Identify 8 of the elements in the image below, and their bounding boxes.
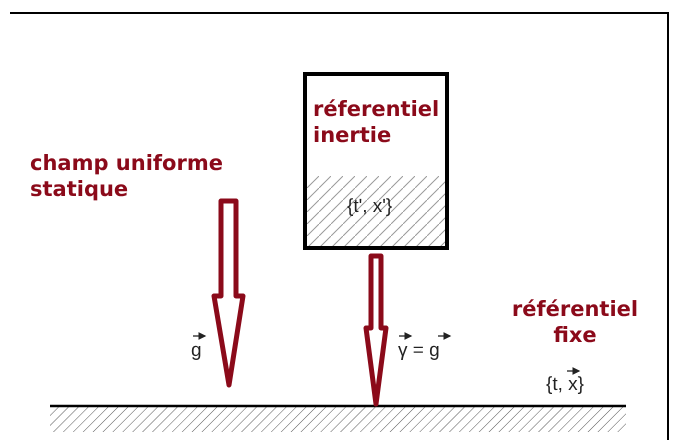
- coordinates-text: {t', x'}: [347, 196, 392, 218]
- coordinates-text: {t, x}: [546, 374, 584, 396]
- reference-frame-box: [303, 72, 449, 250]
- frame-label: référentiel fixe: [510, 296, 640, 348]
- vector-label: g: [191, 340, 202, 362]
- vector-label: γ = g: [398, 340, 440, 362]
- box-heading: réferentiel inertie: [313, 96, 440, 148]
- field-label: champ uniforme statique: [30, 150, 224, 202]
